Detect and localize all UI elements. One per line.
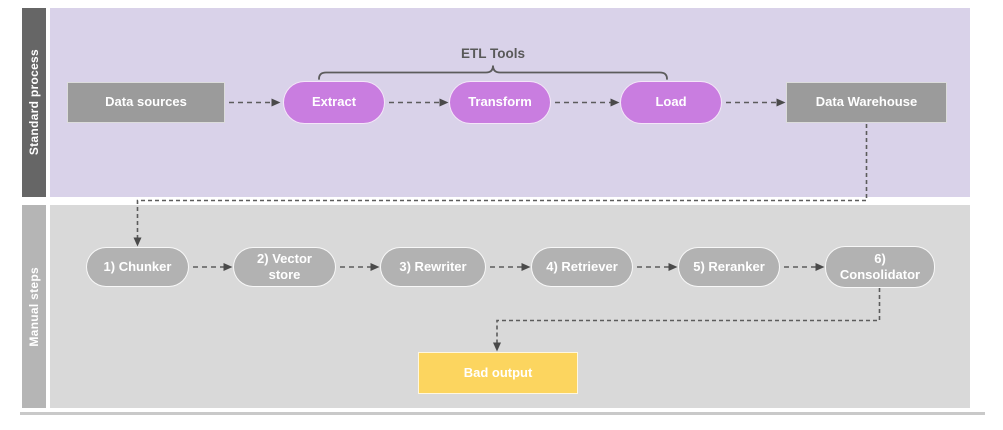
node-reranker: 5) Reranker: [678, 247, 780, 287]
node-chunker: 1) Chunker: [86, 247, 189, 287]
node-rewriter: 3) Rewriter: [380, 247, 486, 287]
node-retriever: 4) Retriever: [531, 247, 633, 287]
node-load: Load: [620, 81, 722, 124]
node-data-warehouse: Data Warehouse: [786, 82, 947, 123]
node-consolidator: 6) Consolidator: [825, 246, 935, 288]
node-data-sources: Data sources: [67, 82, 225, 123]
lane-manual-steps-label: Manual steps: [27, 266, 41, 347]
node-transform: Transform: [449, 81, 551, 124]
node-extract: Extract: [283, 81, 385, 124]
node-bad-output: Bad output: [418, 352, 578, 394]
page-divider: [20, 412, 985, 415]
node-vector-store: 2) Vector store: [233, 247, 336, 287]
lane-standard-process-bar: Standard process: [22, 8, 46, 197]
lane-standard-process-label: Standard process: [27, 49, 41, 156]
lane-manual-steps-bar: Manual steps: [22, 205, 46, 408]
